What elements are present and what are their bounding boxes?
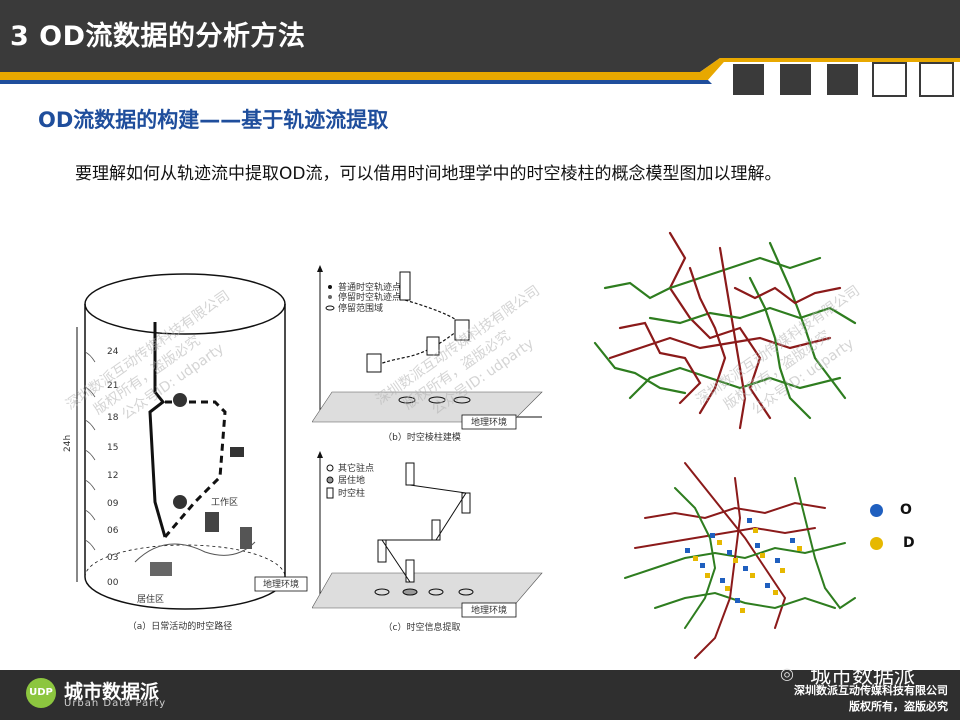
d-legend-label: D xyxy=(903,535,915,551)
section-subtitle: OD流数据的构建——基于轨迹流提取 xyxy=(38,108,389,132)
o-legend-label: O xyxy=(900,502,912,518)
hour-tick: 15 xyxy=(107,443,118,453)
figure-c-legend-item: 居住地 xyxy=(338,474,365,486)
footer-logo-name: 城市数据派 xyxy=(64,681,160,703)
figure-b-prism-model: 普通时空轨迹点 停留时空轨迹点 停留范围域 地理环境 （b）时空棱柱建模 xyxy=(312,265,543,443)
page-title: 3 OD流数据的分析方法 xyxy=(10,21,306,52)
figure-c-env-label: 地理环境 xyxy=(471,604,507,616)
nav-square-3[interactable] xyxy=(825,62,860,97)
d-legend-dot xyxy=(870,537,883,550)
figure-a-hour-ticks: 24 21 18 15 12 09 06 03 00 xyxy=(107,347,119,588)
figure-a-env-label: 地理环境 xyxy=(263,578,299,590)
figure-b-caption: （b）时空棱柱建模 xyxy=(383,431,461,443)
figure-a-axis-label: 24h xyxy=(63,435,73,452)
hour-tick: 24 xyxy=(107,347,119,357)
nav-square-1[interactable] xyxy=(731,62,766,97)
footer-bar xyxy=(0,670,960,720)
hour-tick: 21 xyxy=(107,381,118,391)
body-paragraph: 要理解如何从轨迹流中提取OD流，可以借用时间地理学中的时空棱柱的概念模型图加以理… xyxy=(75,164,782,184)
figure-a-home-label: 居住区 xyxy=(137,593,164,605)
figure-a-space-time-path: 地理环境 工作区 居住区 24h 24 21 18 15 12 09 06 03… xyxy=(63,273,308,632)
footer-copyright-rights: 版权所有，盗版必究 xyxy=(849,700,948,713)
footer-copyright-company: 深圳数派互动传媒科技有限公司 xyxy=(794,684,948,697)
figure-c-legend-item: 时空柱 xyxy=(338,487,365,499)
hour-tick: 18 xyxy=(107,413,119,423)
nav-square-4[interactable] xyxy=(872,62,907,97)
header-banner xyxy=(0,0,960,108)
figure-b-legend-item: 停留范围域 xyxy=(338,302,383,314)
figure-c-caption: （c）时空信息提取 xyxy=(384,621,461,633)
figure-c-legend-item: 其它驻点 xyxy=(338,462,374,474)
figure-b-env-label: 地理环境 xyxy=(471,416,507,428)
o-legend-dot xyxy=(870,504,883,517)
od-points-map xyxy=(624,462,856,659)
figure-b-legend-item: 停留时空轨迹点 xyxy=(338,291,401,303)
figure-a-work-label: 工作区 xyxy=(211,496,238,508)
hour-tick: 03 xyxy=(107,553,118,563)
footer-logo-english: Urban Data Party xyxy=(64,698,167,709)
figure-a-caption: （a）日常活动的时空路径 xyxy=(128,620,233,632)
hour-tick: 00 xyxy=(107,578,119,588)
wechat-icon: ◎ xyxy=(780,664,794,683)
footer-brand-overlay: 城市数据派 xyxy=(810,664,915,688)
figure-b-legend-item: 普通时空轨迹点 xyxy=(338,281,401,293)
hour-tick: 09 xyxy=(107,499,119,509)
figure-c-info-extraction: 其它驻点 居住地 时空柱 地理环境 （c）时空信息提取 xyxy=(312,451,543,633)
nav-square-5[interactable] xyxy=(919,62,954,97)
trajectory-network-map xyxy=(593,231,857,430)
logo-badge-icon: UDP xyxy=(26,678,56,708)
hour-tick: 06 xyxy=(107,526,119,536)
nav-square-2[interactable] xyxy=(778,62,813,97)
hour-tick: 12 xyxy=(107,471,118,481)
